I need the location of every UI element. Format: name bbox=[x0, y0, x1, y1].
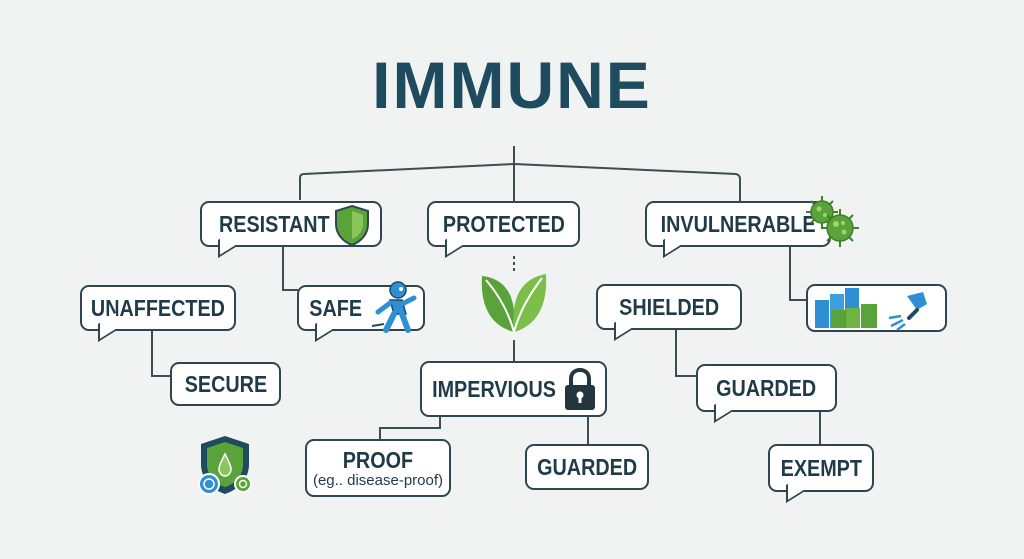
node-label: RESISTANT bbox=[218, 210, 330, 237]
node-guarded-center: GUARDED bbox=[525, 444, 649, 490]
connector-blocks bbox=[789, 246, 806, 301]
shield-drop-icon bbox=[198, 436, 252, 495]
node-shielded: SHIELDED bbox=[596, 284, 742, 341]
node-protected: PROTECTED bbox=[427, 201, 580, 258]
leaf-icon bbox=[481, 274, 547, 333]
connector-top-bar bbox=[299, 162, 741, 204]
node-label: GUARDED bbox=[716, 374, 817, 401]
connector-proof bbox=[379, 417, 441, 440]
node-label: SHIELDED bbox=[618, 293, 719, 320]
person-icon bbox=[371, 281, 417, 333]
virus-icon bbox=[806, 196, 859, 247]
node-label: SECURE bbox=[184, 370, 267, 397]
lock-icon bbox=[565, 368, 595, 410]
node-label: SAFE bbox=[309, 294, 363, 321]
diagram-title: IMMUNE bbox=[372, 48, 652, 122]
shield-icon bbox=[335, 204, 369, 246]
connector-guarded-right bbox=[675, 330, 698, 377]
node-label: GUARDED bbox=[536, 453, 638, 480]
spray-icon bbox=[888, 292, 927, 330]
node-invulnerable: INVULNERABLE bbox=[645, 201, 831, 258]
connector-secure bbox=[151, 328, 170, 377]
node-secure: SECURE bbox=[170, 362, 281, 406]
node-label: EXEMPT bbox=[780, 454, 862, 481]
node-label: PROOF bbox=[342, 446, 414, 473]
blocks-icon bbox=[815, 288, 927, 330]
connector-safe bbox=[282, 246, 298, 291]
node-proof: PROOF (eg.. disease-proof) bbox=[305, 439, 451, 497]
node-label: IMPERVIOUS bbox=[431, 375, 556, 402]
node-label: INVULNERABLE bbox=[660, 210, 816, 237]
node-exempt: EXEMPT bbox=[768, 444, 874, 503]
node-unaffected: UNAFFECTED bbox=[80, 285, 236, 342]
node-sublabel: (eg.. disease-proof) bbox=[312, 471, 444, 489]
node-guarded-right: GUARDED bbox=[696, 364, 837, 423]
